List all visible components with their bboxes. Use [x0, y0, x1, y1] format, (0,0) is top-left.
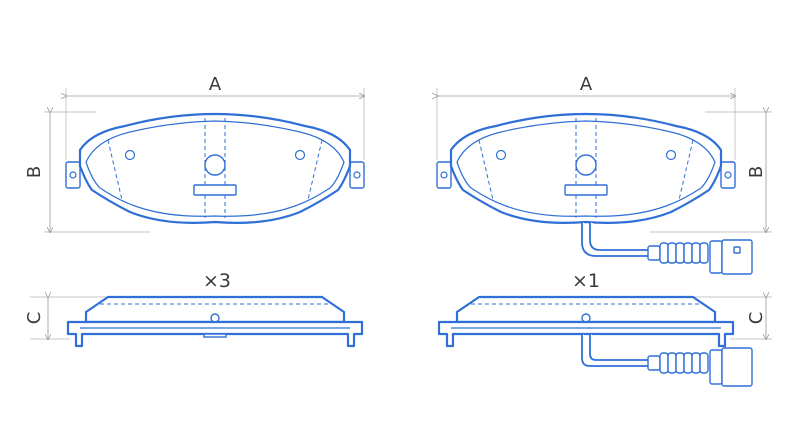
- dimension-a-label-right: A: [580, 74, 593, 95]
- left-pad-side-view: C: [24, 297, 364, 348]
- dimension-c-label-left: C: [24, 312, 45, 325]
- dimension-b-label-right: B: [746, 166, 767, 178]
- dimension-a-label-left: A: [209, 74, 222, 95]
- center-pin: [204, 154, 226, 176]
- quantity-right: ×1: [572, 270, 600, 292]
- right-mounting-ear: [349, 161, 365, 189]
- left-pad-front-view: A B: [24, 74, 364, 232]
- quantity-left: ×3: [203, 270, 231, 292]
- right-pad-front-view: A B: [437, 74, 772, 275]
- left-mounting-ear: [65, 161, 81, 189]
- dimension-c-label-right: C: [746, 312, 767, 325]
- wear-sensor-connector-side: [659, 347, 753, 387]
- center-slot: [193, 184, 237, 196]
- pad-hole-left: [124, 149, 136, 161]
- pad-hole-right: [294, 149, 306, 161]
- right-pad-side-view: C: [437, 297, 772, 387]
- dimension-b-label-left: B: [24, 166, 45, 178]
- wear-sensor-connector: [659, 239, 753, 275]
